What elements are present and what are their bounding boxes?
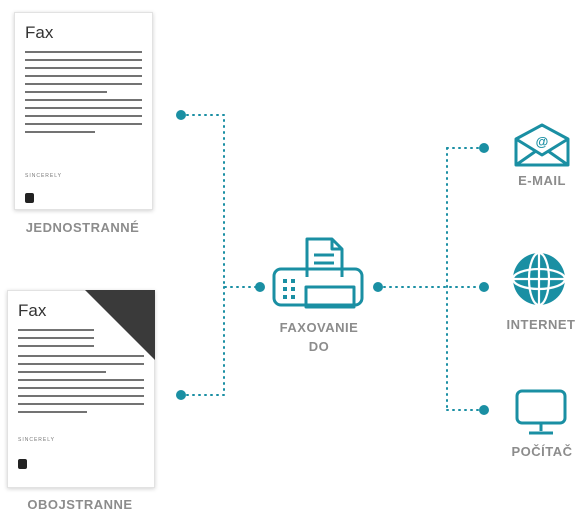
email-label: E-MAIL	[518, 173, 566, 188]
connector-double-sided	[180, 286, 225, 396]
globe-icon	[511, 251, 567, 307]
single-sided-label: JEDNOSTRANNÉ	[25, 220, 140, 235]
fax-machine-icon	[272, 237, 364, 309]
document-footer: SINCERELY	[18, 437, 55, 443]
single-sided-fax-document: Fax SINCERELY	[14, 12, 153, 210]
double-sided-fax-document: Fax SINCERELY	[7, 290, 155, 488]
email-envelope-icon: @	[514, 123, 570, 167]
double-sided-label: OBOJSTRANNE	[27, 497, 133, 512]
svg-text:@: @	[536, 134, 549, 149]
page-fold-corner	[85, 290, 155, 360]
computer-label: POČÍTAČ	[511, 444, 573, 459]
internet-label: INTERNET	[506, 317, 576, 332]
fax-to-label-line2: DO	[308, 339, 330, 354]
connector-dot	[479, 405, 489, 415]
connector-dot	[479, 143, 489, 153]
connector-dot	[176, 390, 186, 400]
document-footer: SINCERELY	[25, 173, 62, 179]
connector-dot	[255, 282, 265, 292]
monitor-icon	[515, 389, 567, 435]
document-title: Fax	[18, 301, 47, 320]
document-logo-icon	[25, 193, 34, 203]
fax-to-label-line1: FAXOVANIE	[279, 320, 359, 335]
document-title: Fax	[25, 23, 54, 42]
document-text-lines	[18, 355, 144, 419]
connector-single-sided	[180, 114, 261, 288]
document-text-lines	[25, 51, 142, 139]
connector-dot	[479, 282, 489, 292]
document-text-lines	[18, 329, 94, 353]
document-logo-icon	[18, 459, 27, 469]
connector-dot	[176, 110, 186, 120]
connector-dot	[373, 282, 383, 292]
